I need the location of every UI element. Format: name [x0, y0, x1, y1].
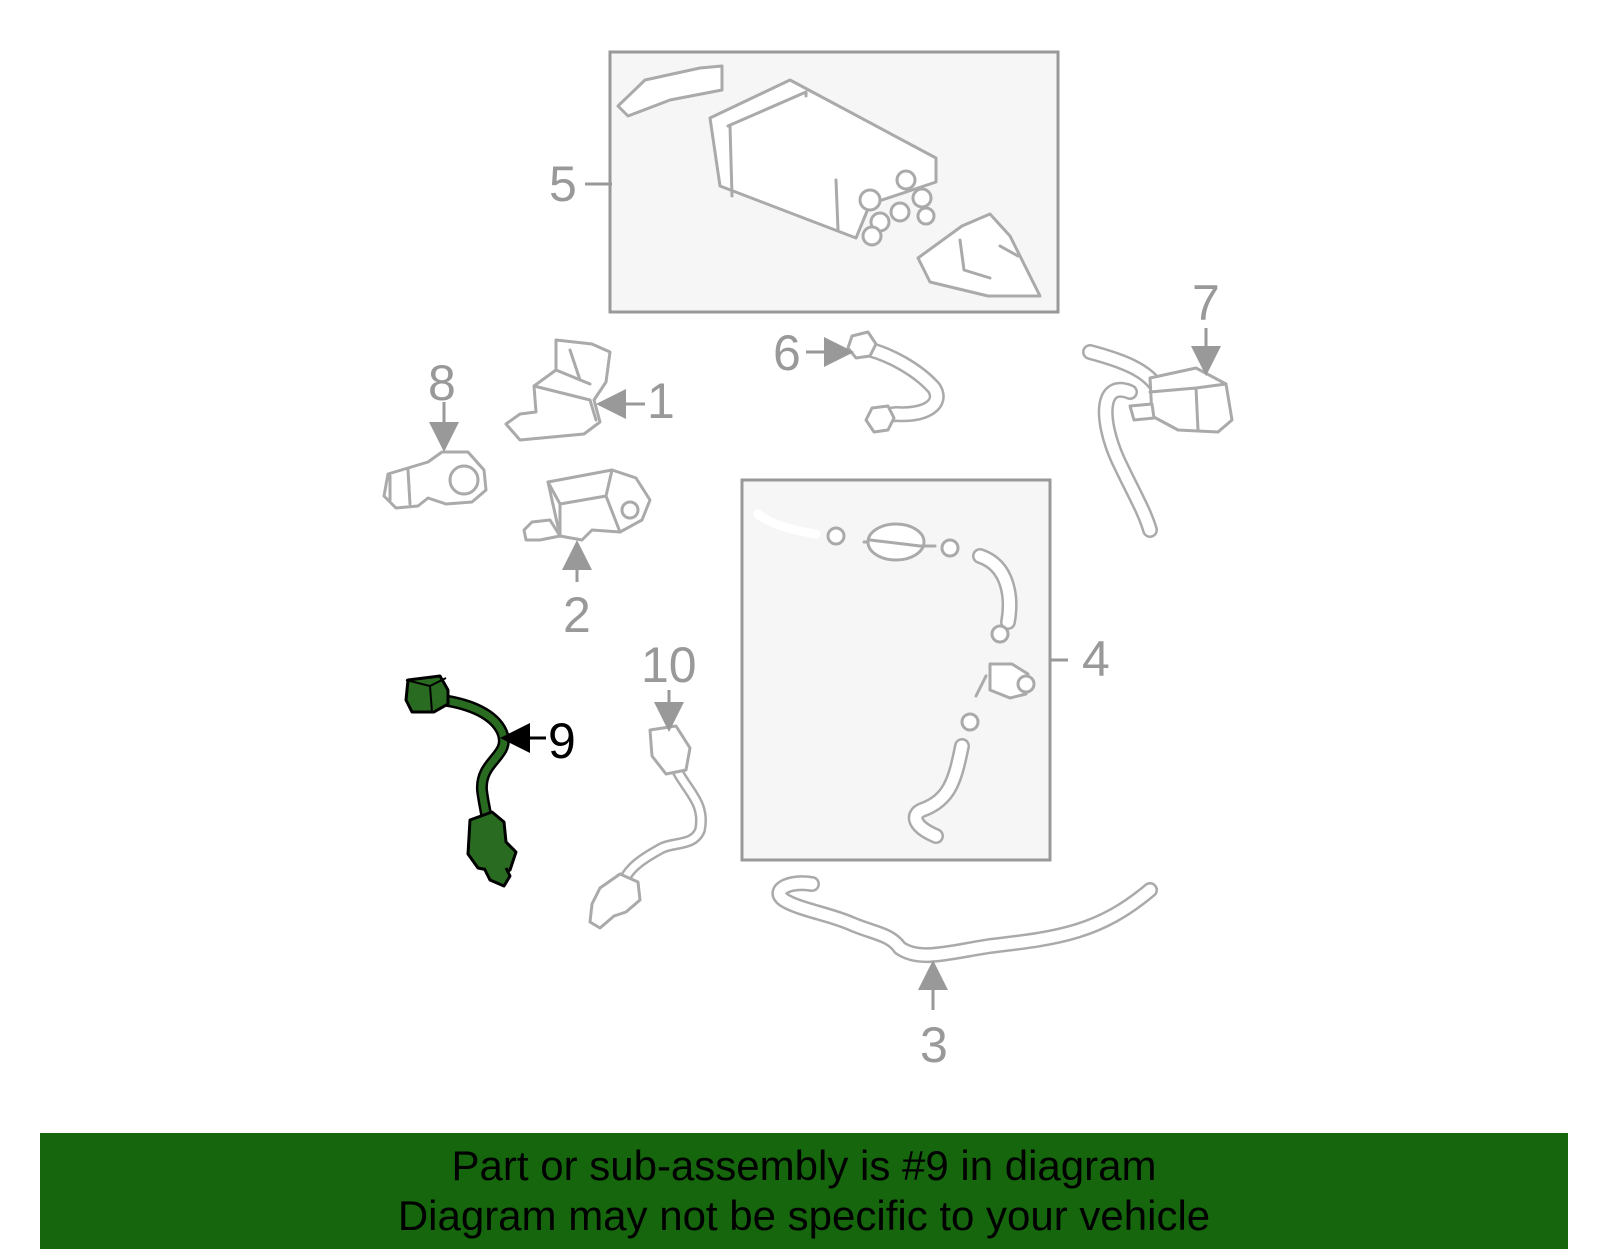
valve-part-7 [1148, 366, 1234, 434]
vent-valve [916, 212, 1042, 298]
callout-8: 8 [428, 355, 456, 411]
info-banner: Part or sub-assembly is #9 in diagram Di… [40, 1133, 1568, 1249]
oxygen-sensor-part-10-connector [648, 724, 692, 776]
part-1 [504, 338, 645, 442]
hose-part-7 [1100, 384, 1156, 536]
callout-2: 2 [563, 587, 591, 643]
callout-9[interactable]: 9 [548, 713, 576, 769]
canister-bracket [616, 64, 724, 118]
part-8 [382, 402, 488, 510]
oxygen-sensor-part-10-body [588, 872, 642, 930]
callout-3: 3 [920, 1017, 948, 1073]
part-5-group [585, 50, 1060, 314]
oxygen-sensor-part-9-connector[interactable] [404, 674, 450, 714]
part-9[interactable] [404, 674, 546, 888]
fuel-pipe-part-6 [858, 342, 943, 422]
part-3 [771, 875, 1158, 1010]
part-10 [588, 690, 707, 930]
oxygen-sensor-part-9-body[interactable] [466, 810, 518, 880]
callout-7: 7 [1192, 275, 1220, 331]
callout-1: 1 [647, 373, 675, 429]
part-7 [1082, 328, 1234, 538]
banner-line-1: Part or sub-assembly is #9 in diagram [451, 1142, 1157, 1189]
callout-5: 5 [549, 156, 577, 212]
hose-part-3 [773, 877, 1156, 961]
part-6 [806, 330, 945, 434]
callout-6: 6 [773, 325, 801, 381]
callout-10: 10 [641, 637, 697, 693]
banner-line-2: Diagram may not be specific to your vehi… [397, 1192, 1211, 1239]
part-4-group [740, 478, 1068, 862]
oxygen-sensor-part-10-wire [620, 756, 705, 884]
callout-4: 4 [1082, 631, 1110, 687]
part-2 [522, 468, 652, 582]
pressure-sensor-part-2 [522, 468, 652, 542]
bracket-part-1 [504, 338, 612, 442]
